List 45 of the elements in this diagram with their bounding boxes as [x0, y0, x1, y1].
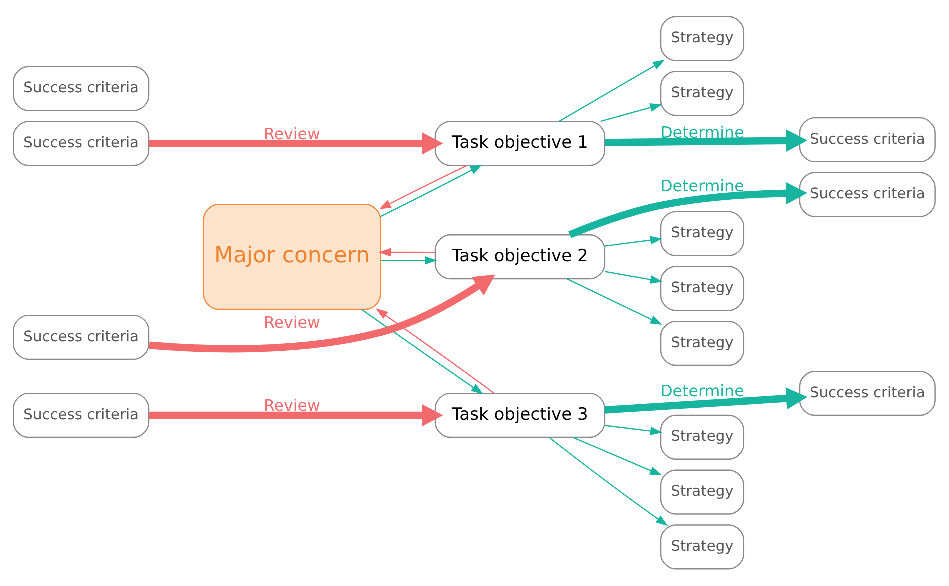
node-box: Task objective 2 — [434, 234, 606, 280]
node-box: Success criteria — [799, 371, 936, 416]
node-box: Strategy — [660, 16, 745, 62]
node-box: Success criteria — [13, 314, 150, 360]
node-box: Success criteria — [799, 117, 936, 163]
node-box: Strategy — [660, 71, 745, 116]
arrow — [149, 132, 444, 155]
arrow — [149, 274, 496, 353]
edge-label: Review — [264, 313, 320, 332]
node-box: Success criteria — [799, 172, 936, 218]
node-box: Strategy — [660, 414, 745, 460]
node-box: Success criteria — [13, 66, 150, 112]
arrow — [568, 182, 808, 238]
arrow — [380, 256, 438, 265]
edge-label: Review — [264, 124, 320, 144]
arrow — [604, 130, 808, 152]
node-box: Major concern — [203, 204, 382, 310]
edge-label: Determine — [660, 176, 744, 196]
arrow — [600, 104, 662, 122]
arrow — [572, 436, 662, 476]
edge-label: Determine — [660, 382, 744, 400]
arrow — [378, 248, 436, 257]
arrow — [549, 437, 668, 526]
edge-label: Review — [264, 396, 320, 416]
arrow — [604, 388, 808, 414]
edge-label: Determine — [660, 123, 744, 142]
node-box: Task objective 3 — [434, 392, 606, 438]
node-box: Success criteria — [13, 121, 150, 166]
node-box: Success criteria — [13, 392, 150, 438]
node-box: Strategy — [660, 266, 745, 312]
arrow — [604, 425, 663, 436]
node-box: Strategy — [660, 211, 745, 256]
arrow — [376, 308, 494, 394]
node-box: Strategy — [660, 524, 745, 570]
arrow — [567, 278, 663, 326]
arrow — [379, 165, 468, 210]
node-box: Strategy — [660, 321, 745, 366]
arrow — [604, 236, 663, 247]
arrow — [149, 404, 444, 427]
node-box: Task objective 1 — [434, 121, 606, 166]
arrow — [558, 60, 666, 122]
arrow — [604, 271, 663, 284]
arrow — [362, 309, 484, 394]
node-box: Strategy — [660, 470, 745, 515]
arrow — [380, 164, 483, 218]
